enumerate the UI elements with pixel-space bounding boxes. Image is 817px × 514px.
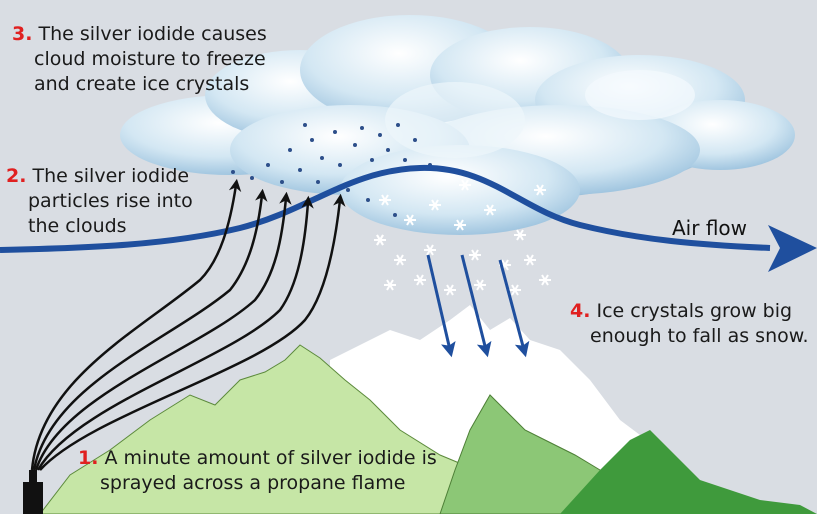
step-4-line-1: Ice crystals grow big	[596, 300, 793, 322]
step-4-number: 4.	[570, 300, 591, 322]
propane-generator	[23, 470, 43, 514]
particle-rise-arrows	[30, 178, 346, 471]
step-2-line-3: the clouds	[28, 215, 127, 237]
cloud	[120, 15, 795, 235]
step-4-label: 4. Ice crystals grow big enough to fall …	[570, 299, 809, 349]
mountain-dark	[560, 430, 817, 514]
step-3-line-2: cloud moisture to freeze	[34, 48, 266, 70]
step-1-line-2: sprayed across a propane flame	[100, 472, 406, 494]
step-4-line-2: enough to fall as snow.	[590, 325, 809, 347]
step-3-label: 3. The silver iodide causes cloud moistu…	[12, 22, 267, 97]
step-2-number: 2.	[6, 165, 27, 187]
falling-snow-arrows	[426, 254, 530, 358]
air-flow-arrow	[0, 164, 771, 253]
step-1-line-1: A minute amount of silver iodide is	[104, 447, 437, 469]
mountains	[39, 305, 817, 514]
air-flow-label: Air flow	[672, 216, 748, 240]
step-2-line-2: particles rise into	[28, 190, 193, 212]
step-3-number: 3.	[12, 23, 33, 45]
air-flow-arrowhead	[768, 225, 817, 272]
step-3-line-3: and create ice crystals	[34, 73, 250, 95]
step-3-line-1: The silver iodide causes	[38, 23, 267, 45]
step-1-number: 1.	[78, 447, 99, 469]
mountain-front-light	[39, 344, 562, 514]
step-1-label: 1. A minute amount of silver iodide is s…	[78, 446, 437, 496]
silver-iodide-particles	[231, 123, 432, 217]
step-2-label: 2. The silver iodide particles rise into…	[6, 164, 193, 239]
snowflakes	[373, 179, 552, 296]
step-2-line-1: The silver iodide	[32, 165, 190, 187]
